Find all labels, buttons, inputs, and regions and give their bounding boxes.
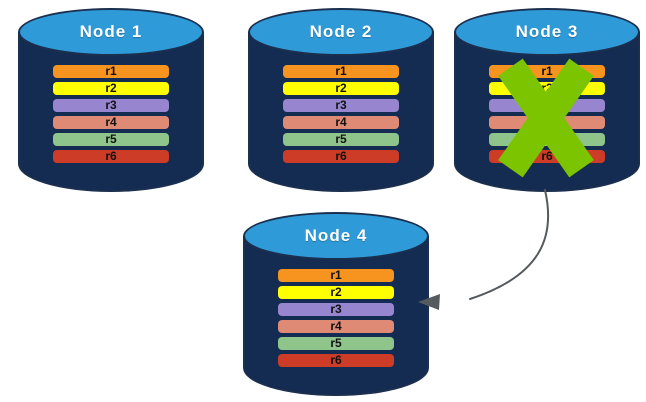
node-2-row-r2: r2 [283,82,399,95]
node-2-row-r6: r6 [283,150,399,163]
node-4-label: Node 4 [304,226,368,245]
node-1[interactable]: Node 1 r1 r2 r3 r4 r5 r6 [18,8,204,192]
node-1-rows: r1 r2 r3 r4 r5 r6 [18,8,204,190]
node-2-label: Node 2 [309,22,373,41]
node-4-row-r2: r2 [278,286,394,299]
node-1-row-r6: r6 [53,150,169,163]
node-4-row-r5: r5 [278,337,394,350]
node-3-row-r1: r1 [489,65,605,78]
node-2-cylinder-top: Node 2 [248,8,434,56]
node-4-row-r1: r1 [278,269,394,282]
node-3-row-r4: r4 [489,116,605,129]
node-2-row-r3: r3 [283,99,399,112]
node-1-row-r3: r3 [53,99,169,112]
node-4-cylinder-top: Node 4 [243,212,429,260]
node-3-label: Node 3 [515,22,579,41]
node-4-row-r3: r3 [278,303,394,316]
node-3-row-r2: r2 [489,82,605,95]
node-2-rows: r1 r2 r3 r4 r5 r6 [248,8,434,190]
node-1-row-r2: r2 [53,82,169,95]
node-4-row-r6: r6 [278,354,394,367]
node-2-row-r5: r5 [283,133,399,146]
node-4-row-r4: r4 [278,320,394,333]
node-3-row-r3: r3 [489,99,605,112]
node-1-label: Node 1 [79,22,143,41]
node-4-rows: r1 r2 r3 r4 r5 r6 [243,212,429,394]
node-1-row-r1: r1 [53,65,169,78]
node-2[interactable]: Node 2 r1 r2 r3 r4 r5 r6 [248,8,434,192]
node-1-cylinder-top: Node 1 [18,8,204,56]
node-4[interactable]: Node 4 r1 r2 r3 r4 r5 r6 [243,212,429,396]
node-3-cylinder-top: Node 3 [454,8,640,56]
node-1-row-r4: r4 [53,116,169,129]
node-3-row-r5: r5 [489,133,605,146]
node-2-row-r1: r1 [283,65,399,78]
node-3-row-r6: r6 [489,150,605,163]
node-2-row-r4: r4 [283,116,399,129]
node-1-row-r5: r5 [53,133,169,146]
node-3[interactable]: Node 3 r1 r2 r3 r4 r5 r6 [454,8,640,192]
node-3-rows: r1 r2 r3 r4 r5 r6 [454,8,640,190]
